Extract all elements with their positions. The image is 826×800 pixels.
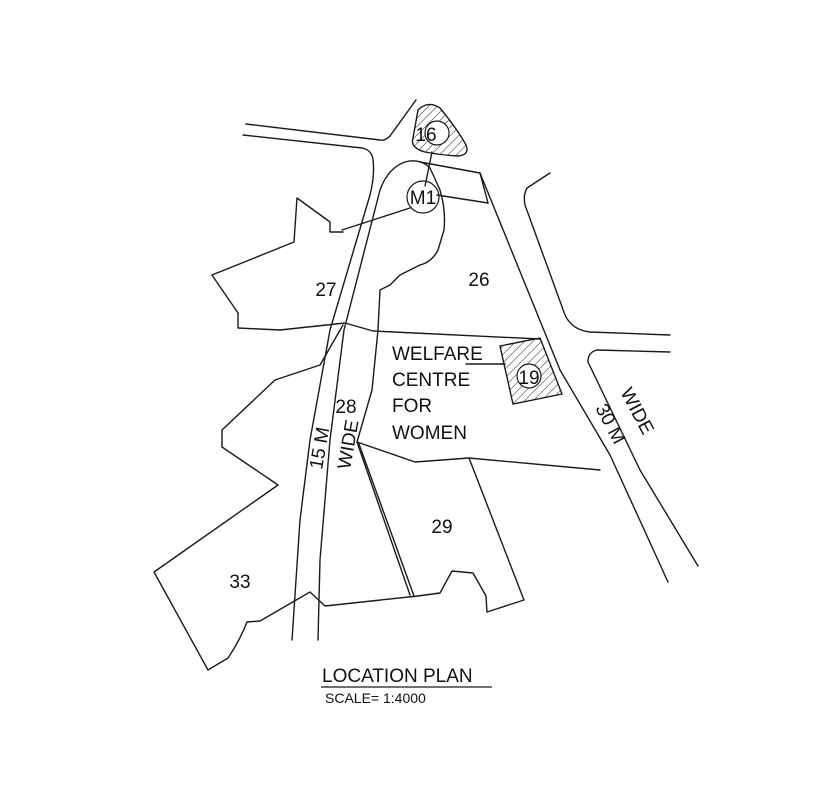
site-line-1: WELFARE (392, 344, 483, 365)
plot-33-boundary (153, 484, 419, 671)
plot-m1-circle (406, 180, 440, 214)
plot-29-label: 29 (431, 517, 452, 538)
road-15m-width-label: 15 M (306, 426, 334, 471)
road-top-left-edges (242, 99, 417, 641)
road-15m-right-edge (317, 160, 446, 641)
road-30m-left-edge (479, 172, 669, 583)
plot-16-label: 16 (415, 125, 436, 146)
plot-19-label: 19 (518, 368, 539, 389)
plot-m1-label: M1 (410, 188, 436, 209)
drawing-title: LOCATION PLAN (322, 666, 473, 687)
plot-26-label: 26 (468, 270, 489, 291)
plot-28-boundary (221, 324, 601, 597)
road-15m-wide-label: WIDE (334, 418, 363, 471)
plot-16-shape (411, 103, 468, 157)
plot-27-boundary (211, 197, 541, 340)
plot-16-leader-line (424, 151, 433, 187)
site-line-2: CENTRE (392, 370, 470, 391)
drawing-scale: SCALE= 1:4000 (325, 690, 426, 706)
plot-28-label: 28 (335, 397, 356, 418)
plot-33-label: 33 (229, 572, 250, 593)
site-line-4: WOMEN (392, 423, 467, 444)
site-line-3: FOR (392, 396, 432, 417)
road-30m-right-edges (523, 172, 699, 567)
plot-27-label: 27 (315, 280, 336, 301)
plot-19-shape (499, 337, 563, 405)
site-name-label: WELFARE CENTRE FOR WOMEN (392, 344, 483, 444)
plot-29-boundary (417, 457, 525, 613)
